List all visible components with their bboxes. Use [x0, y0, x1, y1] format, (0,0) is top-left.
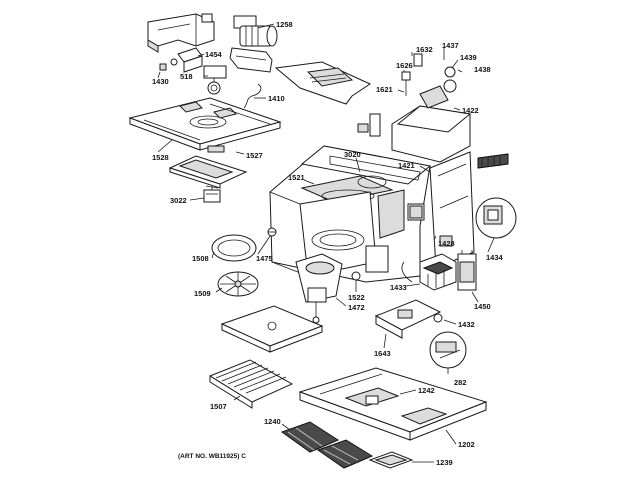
callout-1454: 1454 — [205, 50, 223, 59]
callout-labels: 1258 1454 1430 518 1410 1632 1437 1439 1… — [152, 20, 504, 467]
turntable-support — [217, 271, 259, 297]
art-number: (ART NO. WB11925) C — [178, 453, 246, 460]
callout-3020: 3020 — [344, 150, 361, 159]
callout-1434: 1434 — [486, 253, 504, 262]
light-lens — [368, 451, 414, 469]
callout-282: 282 — [454, 378, 467, 387]
callout-1632: 1632 — [416, 45, 433, 54]
callout-1509: 1509 — [194, 289, 211, 298]
fan-bracket — [203, 65, 227, 95]
callout-1643: 1643 — [374, 349, 391, 358]
fuse-clip — [351, 271, 361, 281]
callout-1472: 1472 — [348, 303, 365, 312]
oven-rack — [208, 359, 294, 409]
callout-1439: 1439 — [460, 53, 477, 62]
wire-harness — [243, 83, 262, 109]
callout-1430: 1430 — [152, 77, 169, 86]
callout-1475: 1475 — [256, 254, 273, 263]
callout-1521: 1521 — [288, 173, 305, 182]
vent-grille — [274, 61, 372, 105]
callout-518: 518 — [180, 72, 193, 81]
callout-1240: 1240 — [264, 417, 281, 426]
callout-3022: 3022 — [170, 196, 187, 205]
callout-1421: 1421 — [398, 161, 415, 170]
callout-1202: 1202 — [458, 440, 475, 449]
latch-detail — [475, 197, 517, 239]
top-cavity-panel — [128, 97, 282, 151]
callout-1507: 1507 — [210, 402, 227, 411]
callout-1437: 1437 — [442, 41, 459, 50]
callout-1428: 1428 — [438, 239, 455, 248]
thermal-cutout — [203, 185, 221, 203]
hv-transformer — [419, 253, 457, 291]
cavity-screw — [267, 227, 277, 237]
turntable-roller-ring — [211, 234, 257, 262]
control-housing — [357, 53, 472, 163]
bottom-plate — [298, 367, 488, 441]
callout-1508: 1508 — [192, 254, 209, 263]
grease-filters — [280, 421, 374, 469]
leader-lines — [157, 23, 495, 463]
light-housing — [168, 145, 248, 189]
callout-1522: 1522 — [348, 293, 365, 302]
damper-assembly — [159, 47, 203, 73]
callout-1433: 1433 — [390, 283, 407, 292]
callout-1438: 1438 — [474, 65, 491, 74]
callout-1242: 1242 — [418, 386, 435, 395]
turntable-motor — [295, 253, 343, 324]
hv-wire — [401, 261, 413, 283]
callout-1422: 1422 — [462, 106, 479, 115]
switch-detail — [429, 331, 467, 369]
callout-1239: 1239 — [436, 458, 453, 467]
glass-tray — [220, 305, 324, 353]
oven-cavity — [269, 145, 432, 283]
callout-1527: 1527 — [246, 151, 263, 160]
blower-duct — [147, 13, 215, 53]
callout-1432: 1432 — [458, 320, 475, 329]
latch-bracket — [374, 299, 443, 339]
callout-1258: 1258 — [276, 20, 293, 29]
blower-motor — [233, 15, 278, 47]
callout-1621: 1621 — [376, 85, 393, 94]
callout-1450: 1450 — [474, 302, 491, 311]
callout-1626: 1626 — [396, 61, 413, 70]
callout-1528: 1528 — [152, 153, 169, 162]
control-panel — [429, 151, 509, 269]
motor-mount-plate — [229, 47, 273, 73]
hv-capacitor — [457, 250, 477, 291]
callout-1410: 1410 — [268, 94, 285, 103]
